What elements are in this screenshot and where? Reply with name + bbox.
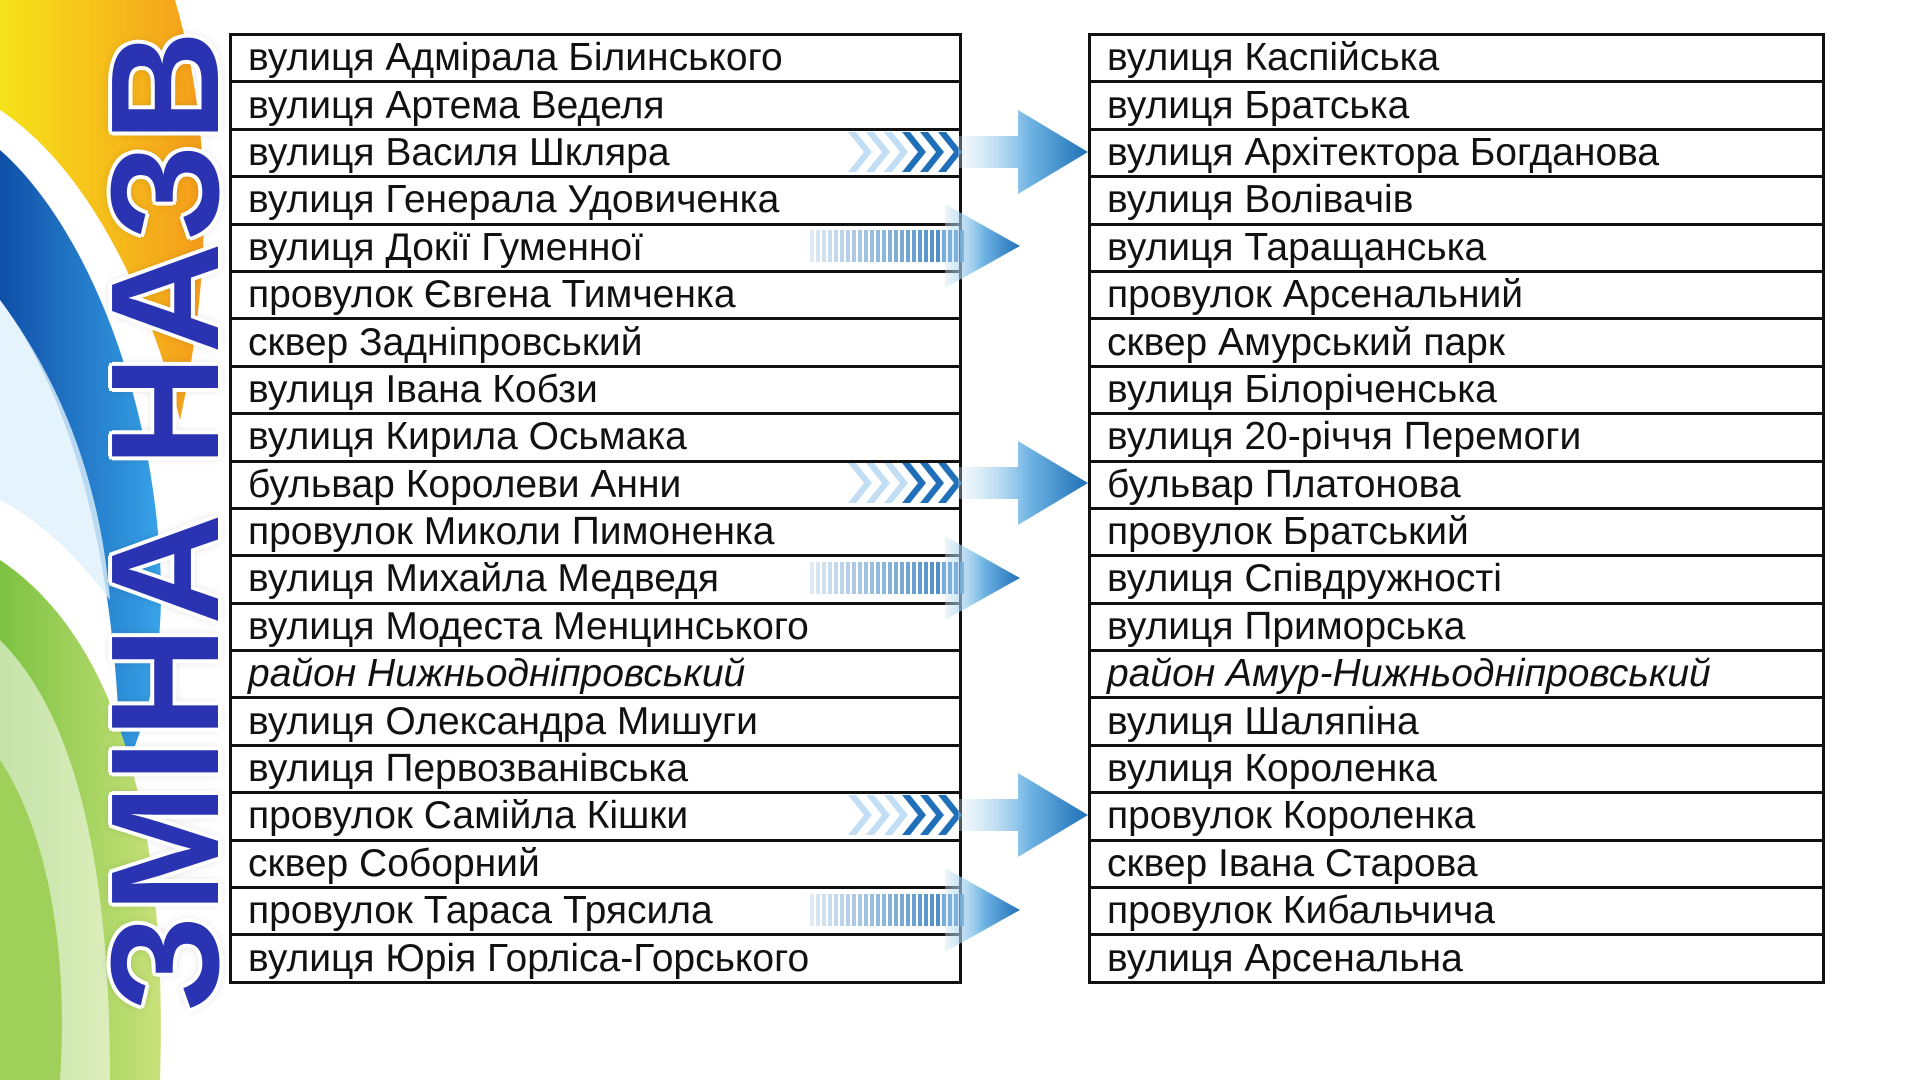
new-name-row: вулиця Братська — [1088, 83, 1825, 131]
new-name-row: вулиця Короленка — [1088, 746, 1825, 795]
new-name-row: вулиця Архітектора Богданова — [1088, 130, 1825, 179]
new-name-row: провулок Братський — [1088, 509, 1825, 558]
title-banner: ЗМІНА НАЗВ — [0, 0, 251, 1080]
new-name-row: вулиця 20-річчя Перемоги — [1088, 415, 1825, 463]
striped-arrow-icon — [810, 204, 1020, 289]
striped-arrow-icon — [810, 867, 1020, 952]
old-name-row: провулок Євгена Тимченка — [229, 272, 962, 321]
new-name-row: провулок Кибальчича — [1088, 889, 1825, 937]
old-name-row: район Нижньодніпровський — [229, 652, 962, 700]
old-name-row: сквер Задніпровський — [229, 320, 962, 368]
new-name-row: вулиця Волівачів — [1088, 178, 1825, 226]
new-name-row: район Амур-Нижньодніпровський — [1088, 652, 1825, 700]
new-name-row: вулиця Білоріченська — [1088, 367, 1825, 416]
old-name-row: бульвар Королеви Анни — [229, 462, 962, 510]
old-name-row: вулиця Адмірала Білинського — [229, 36, 962, 84]
old-name-row: сквер Соборний — [229, 841, 962, 890]
old-name-row: вулиця Юрія Горліса-Горського — [229, 936, 962, 984]
new-name-row: сквер Амурський парк — [1088, 320, 1825, 368]
new-name-row: бульвар Платонова — [1088, 462, 1825, 510]
new-name-row: вулиця Каспійська — [1088, 36, 1825, 84]
chevron-arrow-icon — [848, 773, 1088, 858]
new-name-row: вулиця Приморська — [1088, 604, 1825, 653]
chevron-arrow-icon — [848, 441, 1088, 526]
old-name-row: вулиця Кирила Осьмака — [229, 415, 962, 463]
old-name-row: вулиця Олександра Мишуги — [229, 699, 962, 747]
new-name-row: сквер Івана Старова — [1088, 841, 1825, 890]
old-name-row: вулиця Михайла Медведя — [229, 557, 962, 605]
old-name-row: вулиця Артема Веделя — [229, 83, 962, 131]
new-name-row: провулок Арсенальний — [1088, 272, 1825, 321]
old-name-row: вулиця Івана Кобзи — [229, 367, 962, 416]
new-name-row: вулиця Шаляпіна — [1088, 699, 1825, 747]
old-name-row: вулиця Первозванівська — [229, 746, 962, 795]
old-name-row: вулиця Модеста Менцинського — [229, 604, 962, 653]
old-name-row: вулиця Докії Гуменної — [229, 225, 962, 273]
striped-arrow-icon — [810, 536, 1020, 621]
new-name-row: провулок Короленка — [1088, 794, 1825, 842]
old-name-row: провулок Самійла Кішки — [229, 794, 962, 842]
new-name-row: вулиця Арсенальна — [1088, 936, 1825, 984]
new-name-row: вулиця Співдружності — [1088, 557, 1825, 605]
new-name-row: вулиця Таращанська — [1088, 225, 1825, 273]
chevron-arrow-icon — [848, 109, 1088, 194]
old-name-row: провулок Миколи Пимоненка — [229, 509, 962, 558]
old-name-row: вулиця Генерала Удовиченка — [229, 178, 962, 226]
page-title: ЗМІНА НАЗВ — [79, 28, 251, 1012]
old-name-row: вулиця Василя Шкляра — [229, 130, 962, 179]
